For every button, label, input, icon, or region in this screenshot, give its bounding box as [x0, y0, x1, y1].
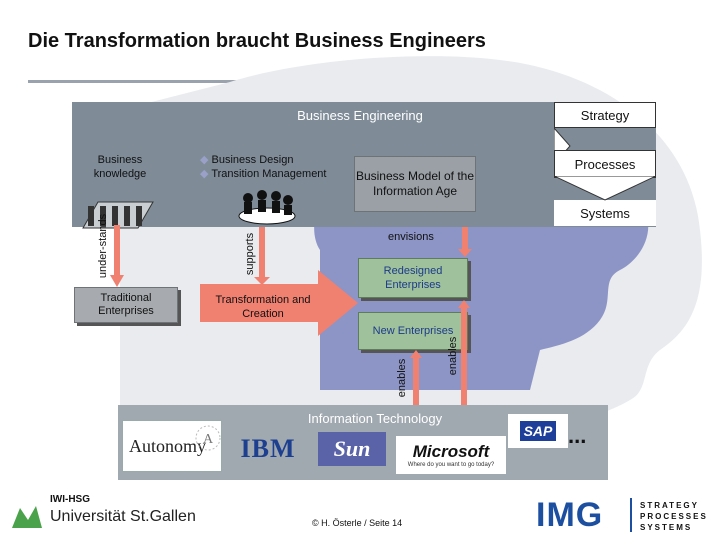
bullet-item: ◆ Business Design	[200, 153, 326, 167]
business-knowledge-label: Business knowledge	[93, 154, 147, 180]
supports-wrapper: supports	[210, 233, 290, 275]
strategy-label: Strategy	[580, 107, 630, 123]
systems-box: Systems	[554, 200, 656, 226]
processes-box: Processes	[554, 150, 656, 178]
envisions-arrow	[458, 227, 472, 257]
new-enterprises-box: New Enterprises	[358, 312, 468, 350]
more-vendors-ellipsis: ...	[568, 423, 587, 448]
systems-chevron	[554, 176, 656, 201]
traditional-enterprises-label: Traditional Enterprises	[98, 292, 154, 317]
svg-text:A: A	[203, 432, 214, 447]
autonomy-logo: Autonomy A	[122, 420, 222, 472]
understands-label: under-stands	[97, 213, 109, 279]
bullet-list: ◆ Business Design ◆ Transition Managemen…	[200, 153, 326, 181]
information-technology-title: Information Technology	[307, 411, 443, 426]
sun-logo-text: Sun	[333, 436, 371, 461]
supports-arrow	[254, 227, 270, 285]
enables-arrow-2	[458, 300, 470, 406]
bullet-diamond-icon: ◆	[200, 154, 209, 166]
building-icon	[82, 201, 154, 229]
enables-1-wrapper: enables	[372, 359, 432, 398]
microsoft-logo-text: Microsoft	[412, 442, 490, 461]
iwi-hsg-label: IWI-HSG	[50, 494, 90, 505]
autonomy-logo-text: Autonomy	[129, 435, 207, 456]
transformation-label: Transformation and Creation	[215, 294, 311, 320]
img-tagline: STRATEGY PROCESSES SYSTEMS	[640, 500, 708, 533]
meeting-icon	[238, 190, 296, 225]
img-divider	[630, 498, 632, 532]
copyright-label: © H. Österle / Seite 14	[312, 518, 403, 528]
img-logo: IMG	[536, 496, 604, 534]
traditional-enterprises-box: Traditional Enterprises	[74, 287, 178, 323]
img-tagline-systems: SYSTEMS	[640, 523, 693, 532]
business-model-label: Business Model of the Information Age	[355, 169, 475, 198]
strategy-box: Strategy	[554, 102, 656, 128]
autonomy-emblem-icon: A	[195, 425, 221, 451]
business-model-box: Business Model of the Information Age	[354, 156, 476, 212]
page-title: Die Transformation braucht Business Engi…	[28, 30, 486, 52]
envisions-label: envisions	[388, 231, 434, 243]
title-underline	[28, 80, 328, 83]
university-name: Universität St.Gallen	[50, 508, 196, 525]
microsoft-logo: Microsoft Where do you want to go today?	[396, 436, 506, 474]
sap-logo-text: SAP	[519, 421, 557, 441]
bullet-item: ◆ Transition Management	[200, 167, 326, 181]
sun-logo: Sun	[318, 432, 386, 466]
microsoft-tagline: Where do you want to go today?	[407, 462, 495, 468]
img-tagline-strategy: STRATEGY	[640, 501, 699, 510]
business-engineering-title: Business Engineering	[297, 108, 423, 123]
enables-arrow-1	[410, 350, 422, 406]
redesigned-enterprises-box: Redesigned Enterprises	[358, 258, 468, 298]
understands-arrow	[110, 225, 124, 287]
new-enterprises-label: New Enterprises	[372, 325, 454, 337]
processes-label: Processes	[574, 156, 636, 172]
bullet-diamond-icon: ◆	[200, 168, 209, 180]
enables-2-wrapper: enables	[418, 337, 488, 376]
redesigned-enterprises-label: Redesigned Enterprises	[383, 265, 443, 291]
understands-wrapper: under-stands	[58, 214, 148, 278]
transformation-arrow	[200, 270, 358, 336]
systems-label: Systems	[580, 205, 630, 221]
bullet-transition-management: Transition Management	[211, 168, 327, 180]
sap-logo: SAP	[508, 414, 568, 448]
ibm-logo: IBM	[232, 432, 304, 466]
bullet-business-design: Business Design	[211, 154, 294, 166]
university-emblem-icon	[12, 506, 42, 528]
enables-1-label: enables	[396, 358, 408, 398]
enables-2-label: enables	[447, 336, 459, 376]
img-tagline-processes: PROCESSES	[640, 512, 708, 521]
ibm-logo-text: IBM	[240, 434, 296, 463]
